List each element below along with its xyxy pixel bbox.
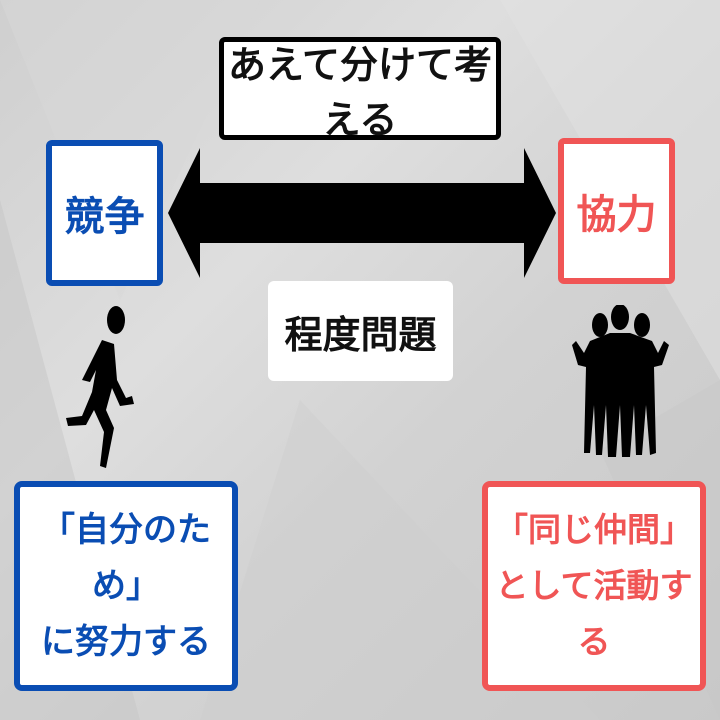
cooperation-label: 協力 (576, 192, 657, 238)
degree-box: 程度問題 (268, 281, 453, 381)
title-box: あえて分けて考える (219, 37, 501, 142)
runner-icon (66, 306, 134, 468)
cooperation-description-line2: として活動する (495, 566, 693, 661)
cooperation-box: 協力 (558, 138, 675, 284)
competition-description-line1: 「自分のため」 (41, 510, 211, 606)
competition-description-line2: に努力する (41, 622, 211, 662)
competition-box: 競争 (46, 140, 163, 286)
group-of-people-icon (572, 305, 669, 457)
cooperation-description-line1: 「同じ仲間」 (495, 510, 693, 549)
title-text: あえて分けて考える (227, 42, 493, 142)
double-headed-arrow-icon (168, 148, 556, 278)
cooperation-description-box: 「同じ仲間」 として活動する (482, 481, 706, 691)
degree-label: 程度問題 (284, 312, 437, 357)
competition-description-box: 「自分のため」 に努力する (14, 481, 238, 691)
competition-label: 競争 (64, 194, 145, 240)
